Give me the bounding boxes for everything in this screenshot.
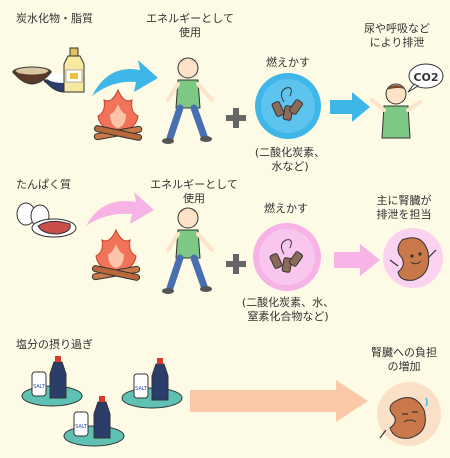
row1-energy-line2: 使用 (179, 26, 201, 39)
row2-byproduct-label: (二酸化炭素、水、 窒素化合物など) (232, 296, 344, 324)
row1-burn-label: 燃えかす (266, 56, 310, 69)
curved-arrow-icon (92, 60, 158, 96)
row1-excretion-line2: により排泄 (369, 36, 425, 49)
row2-excretion-line1: 主に腎臓が (376, 194, 432, 207)
row3-result-label: 腎臓への負担 の増加 (364, 346, 444, 374)
campfire-icon (93, 88, 143, 141)
row1-byproduct-label: (二酸化炭素、 水など) (244, 146, 336, 174)
plus-icon-2 (226, 254, 246, 274)
oil-bottle-icon (63, 47, 85, 93)
salt-label-2: SALT (135, 386, 148, 392)
plus-icon (226, 108, 246, 128)
tired-kidney-icon (377, 382, 441, 446)
row2-burn-label: 燃えかす (264, 202, 308, 215)
happy-kidney-icon (383, 228, 443, 288)
row1-energy-label: エネルギーとして 使用 (140, 12, 240, 40)
row1-excretion-line1: 尿や呼吸など (364, 22, 430, 35)
curved-arrow-icon-2 (86, 192, 154, 226)
row3-result-line2: の増加 (387, 360, 421, 373)
row2-energy-line1: エネルギーとして (150, 178, 238, 191)
salt-and-soy-sauce-icon: SALT SALT SALT (21, 356, 183, 447)
right-arrow-icon-3 (190, 380, 368, 422)
walking-man-icon-2 (162, 207, 214, 294)
row2-food-label: たんぱく質 (16, 178, 71, 191)
walking-man-icon (162, 57, 214, 144)
row1-excretion-label: 尿や呼吸など により排泄 (352, 22, 442, 50)
row1-byproduct-line1: (二酸化炭素、 (254, 146, 326, 159)
salt-label-3: SALT (75, 424, 88, 430)
right-arrow-icon (330, 92, 370, 122)
row1-byproduct-line2: 水など) (271, 160, 309, 173)
salt-label-1: SALT (33, 384, 46, 390)
right-arrow-icon-2 (334, 244, 380, 276)
shouting-man-icon: CO2 (370, 63, 444, 139)
burnt-ash-icon (255, 73, 321, 139)
co2-bubble-text: CO2 (413, 71, 438, 84)
egg-and-meat-icon (16, 202, 77, 238)
row2-excretion-line2: 排泄を担当 (376, 208, 432, 221)
burnt-ash-icon-2 (253, 223, 321, 291)
row1-energy-line1: エネルギーとして (146, 12, 234, 25)
row2-energy-line2: 使用 (183, 192, 205, 205)
campfire-icon-2 (91, 228, 141, 281)
row2-energy-label: エネルギーとして 使用 (144, 178, 244, 206)
row3-result-line1: 腎臓への負担 (371, 346, 437, 359)
row1-food-label: 炭水化物・脂質 (16, 12, 93, 25)
row2-excretion-label: 主に腎臓が 排泄を担当 (364, 194, 444, 222)
row2-byproduct-line2: 窒素化合物など) (247, 310, 329, 323)
row3-food-label: 塩分の摂り過ぎ (16, 338, 93, 351)
row2-byproduct-line1: (二酸化炭素、水、 (241, 296, 335, 309)
